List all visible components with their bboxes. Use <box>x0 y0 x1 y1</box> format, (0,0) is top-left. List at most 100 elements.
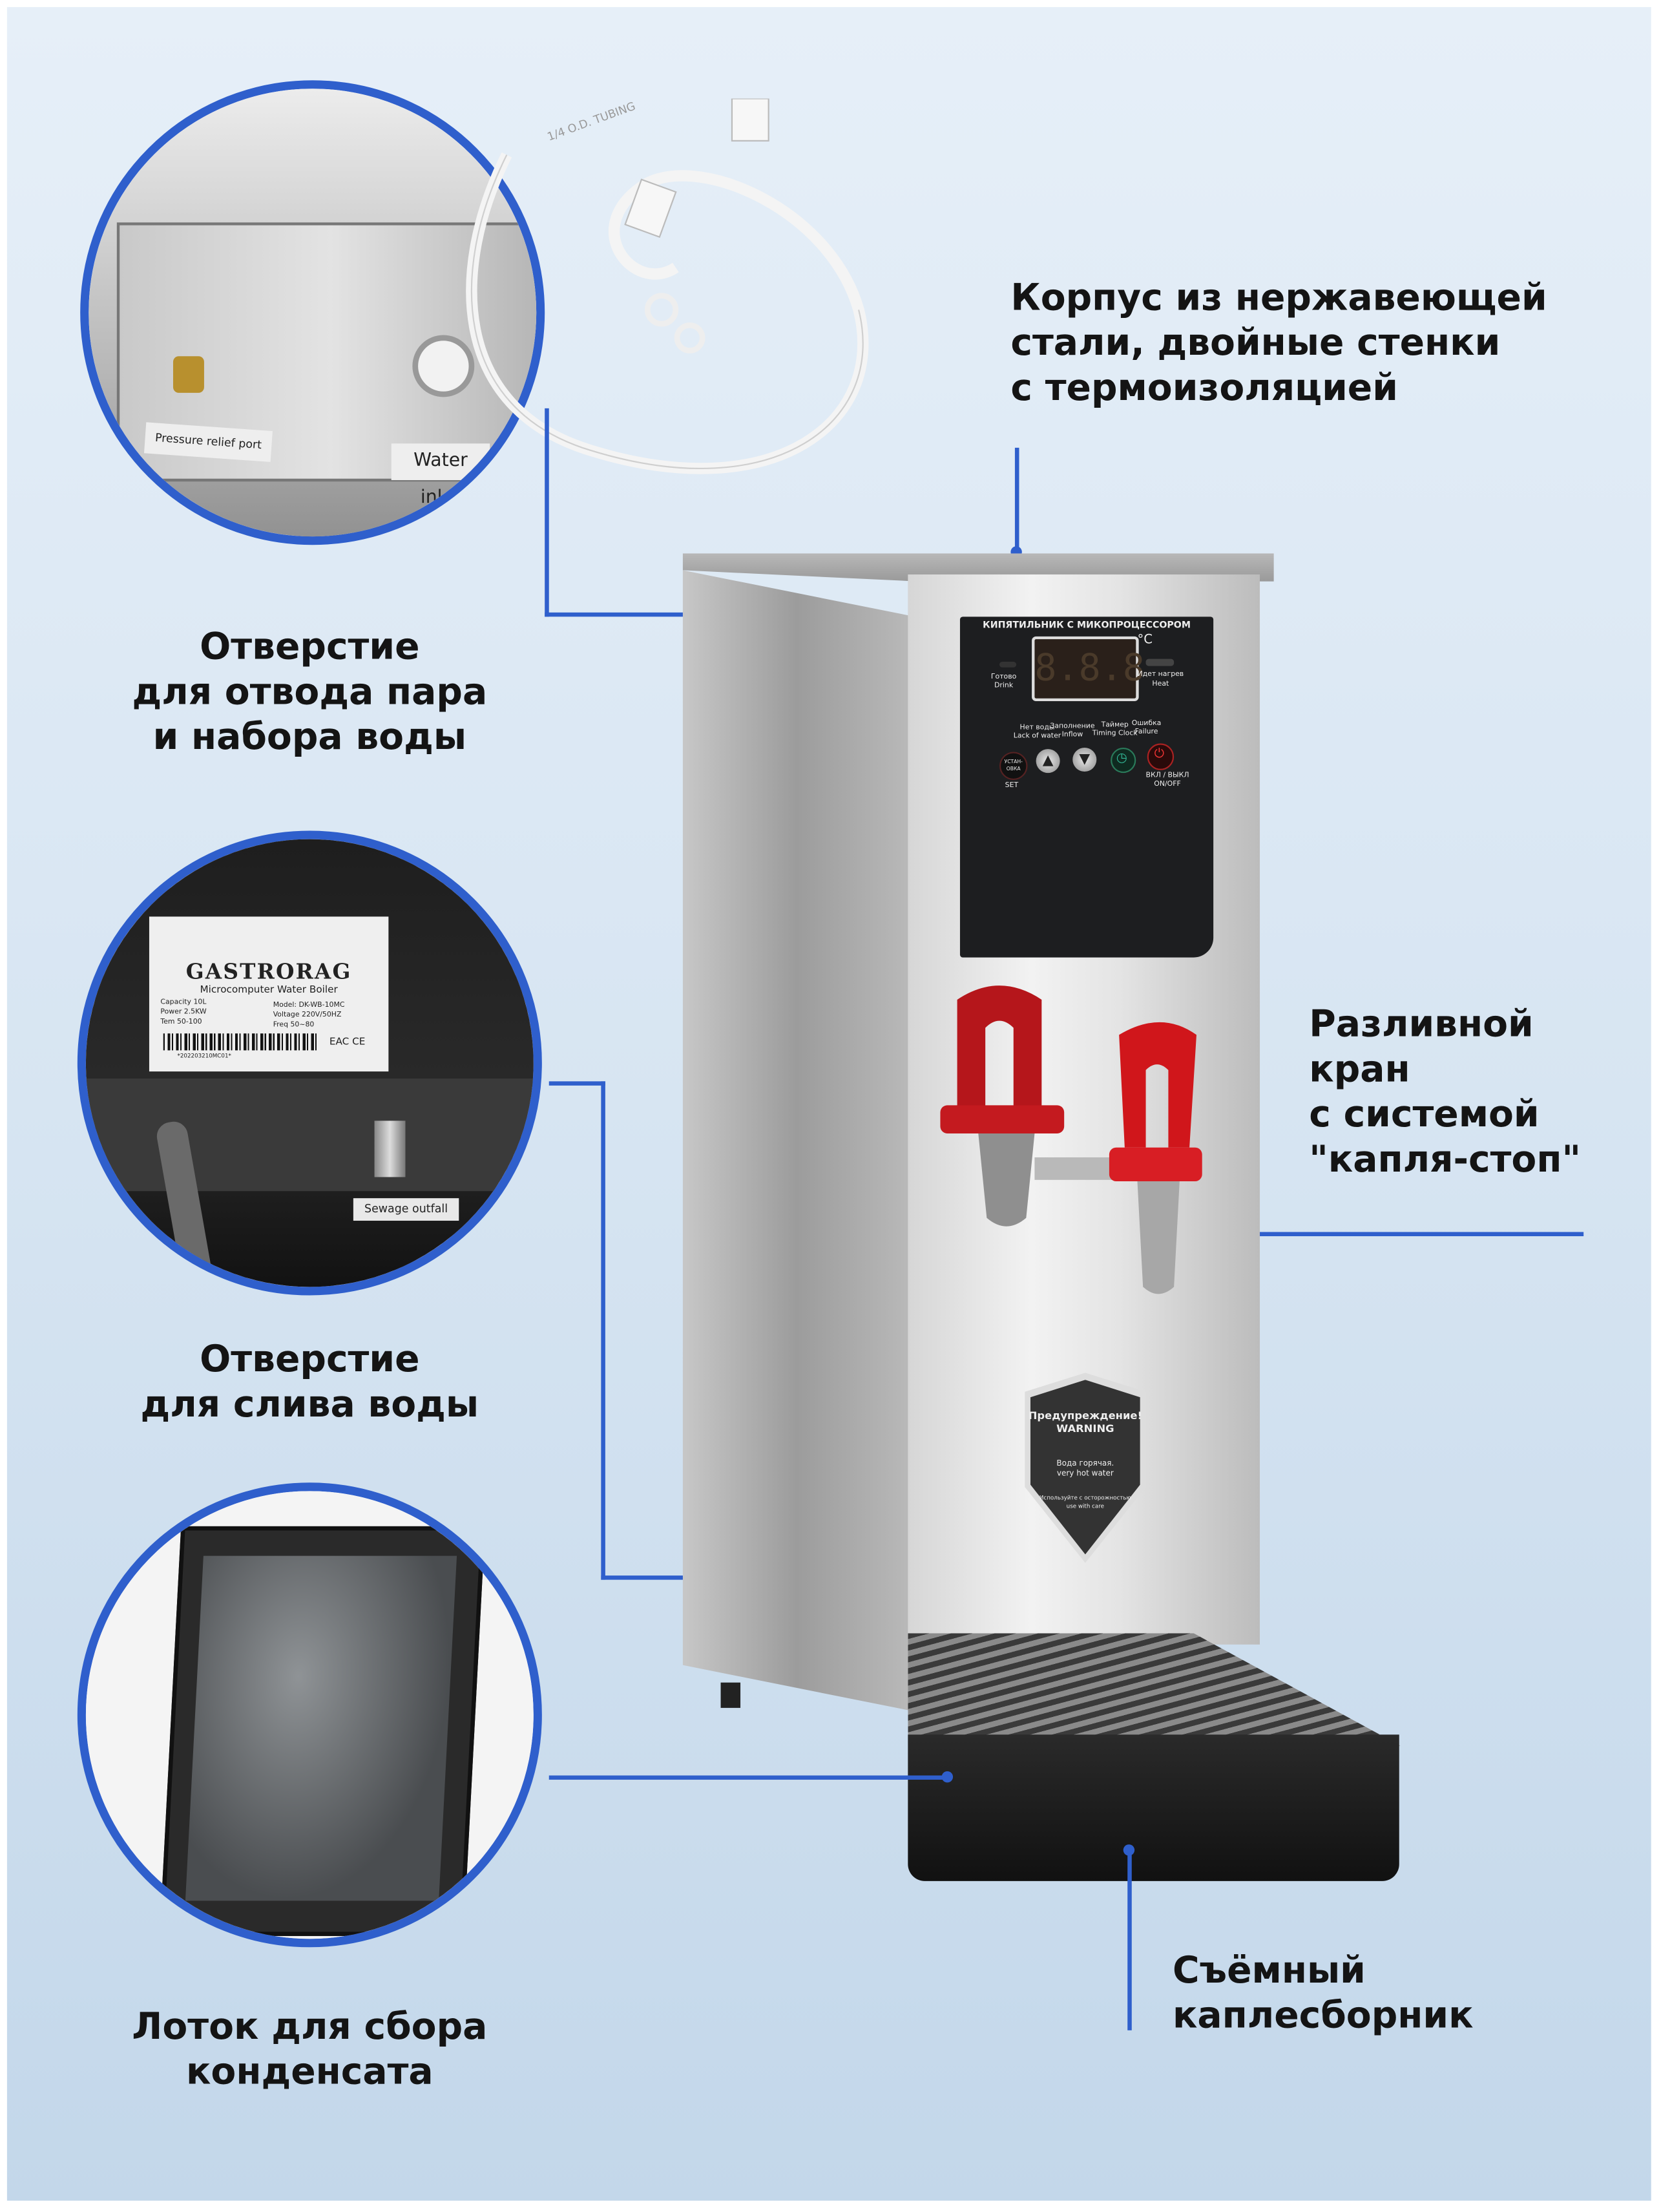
spec-temp: Tem 50-100 <box>160 1018 202 1027</box>
unit-label: °C <box>1137 633 1153 648</box>
indicator-ru: Нет воды <box>1019 723 1055 732</box>
callout-line: "капля-стоп" <box>1309 1139 1582 1182</box>
indicator-ru: Ошибка <box>1131 719 1162 728</box>
indicator-ru: Заполнение <box>1050 722 1095 731</box>
indicator-en: Timing Clock <box>1092 729 1138 738</box>
arrow-up-icon: ▲ <box>1042 753 1054 769</box>
tap-left-icon <box>940 985 1147 1227</box>
warning-shield: Предупреждение!WARNING Вода горячая.very… <box>1025 1373 1146 1563</box>
dispensing-taps <box>940 985 1202 1294</box>
warning-care-en: use with care <box>1066 1502 1105 1510</box>
leader-line <box>1127 1853 1132 2030</box>
callout-line: для отвода пара <box>132 671 488 714</box>
drain-pipe-icon <box>374 1121 406 1177</box>
set-button[interactable]: УСТАН-ОВКА <box>999 752 1028 781</box>
power-icon: ⏻ <box>1154 747 1165 762</box>
callout-line: и набора воды <box>152 717 467 759</box>
power-ru: ВКЛ / ВЫКЛ <box>1145 771 1189 781</box>
callout-line: Съёмный <box>1172 1950 1366 1993</box>
callout-line: Отверстие <box>200 1339 420 1382</box>
heat-en: Heat <box>1152 680 1169 689</box>
tray-icon <box>160 1526 485 1936</box>
condensate-tray-detail-circle <box>77 1482 542 1948</box>
condensate-tray-callout: Лоток для сбора конденсата <box>85 2005 535 2095</box>
spec-capacity: Capacity 10L <box>160 998 207 1007</box>
tap-right-icon <box>1109 1022 1202 1294</box>
plate-subtitle: Microcomputer Water Boiler <box>200 984 338 996</box>
callout-line: с термоизоляцией <box>1010 367 1398 410</box>
heat-led <box>1145 658 1175 666</box>
down-button[interactable]: ▼ <box>1072 747 1097 772</box>
indicator-en: Inflow <box>1061 730 1083 739</box>
brand-logo: GASTRORAG <box>185 958 352 984</box>
callout-line: кран <box>1309 1049 1410 1091</box>
warning-hot-en: very hot water <box>1056 1469 1114 1479</box>
leader-dot <box>1123 1844 1135 1856</box>
callout-line: каплесборник <box>1172 1995 1474 2038</box>
callout-line: стали, двойные стенки <box>1010 322 1501 365</box>
drain-port-detail-circle: GASTRORAG Microcomputer Water Boiler Cap… <box>77 830 542 1296</box>
water-inlet-fitting-icon <box>412 335 475 397</box>
warning-hot-ru: Вода горячая. <box>1056 1460 1114 1469</box>
drain-port-callout: Отверстие для слива воды <box>85 1338 535 1427</box>
arrow-down-icon: ▼ <box>1079 752 1091 768</box>
warning-title: Предупреждение!WARNING <box>1025 1409 1145 1435</box>
barcode <box>163 1033 319 1051</box>
drip-tray-base <box>908 1734 1399 1881</box>
rating-plate: GASTRORAG Microcomputer Water Boiler Cap… <box>149 916 389 1072</box>
control-panel: КИПЯТИЛЬНИК С МИКОПРОЦЕССОРОМ 8.8.8 °C Г… <box>959 616 1214 958</box>
callout-line: Корпус из нержавеющей <box>1010 277 1547 320</box>
serial-number: *202203210MC01* <box>177 1051 231 1059</box>
boiler-side <box>682 570 911 1711</box>
leader-line <box>548 1775 950 1780</box>
sewage-outfall-label: Sewage outfall <box>353 1198 459 1221</box>
callout-line: Отверстие <box>200 626 420 669</box>
panel-title: КИПЯТИЛЬНИК С МИКОПРОЦЕССОРОМ <box>983 619 1191 631</box>
hose-print: 1/4 O.D. TUBING <box>546 100 638 144</box>
heat-ru: Идет нагрев <box>1137 670 1184 679</box>
water-inlet-label: Water inlet <box>391 443 490 509</box>
ready-led <box>999 662 1017 668</box>
leader-line <box>601 1081 605 1580</box>
certification-marks: EAC CE <box>329 1036 366 1048</box>
callout-line: с системой <box>1309 1093 1540 1137</box>
callout-line: Лоток для сбора <box>132 2006 488 2049</box>
spec-power: Power 2.5KW <box>160 1008 207 1017</box>
warning-care-ru: Используйте с осторожностью <box>1039 1493 1131 1501</box>
spec-voltage: Voltage 220V/50HZ <box>273 1011 342 1020</box>
power-button[interactable]: ⏻ <box>1147 743 1175 770</box>
tap-callout: Разливной кран с системой "капля-стоп" <box>1309 1002 1581 1183</box>
timer-button[interactable]: ◷ <box>1111 747 1136 774</box>
temperature-display: 8.8.8 <box>1032 636 1145 702</box>
steam-port-callout: Отверстие для отвода пара и набора воды <box>85 625 535 760</box>
drip-tray-callout: Съёмный каплесборник <box>1173 1948 1474 2038</box>
spec-freq: Freq 50~80 <box>273 1020 315 1029</box>
up-button[interactable]: ▲ <box>1036 749 1060 774</box>
clock-icon: ◷ <box>1116 752 1127 766</box>
spec-model: Model: DK-WB-10MC <box>273 1001 345 1010</box>
warning-title-ru: Предупреждение! <box>1028 1409 1142 1422</box>
callout-line: Разливной <box>1309 1004 1534 1046</box>
leader-dot <box>941 1771 954 1783</box>
leader-line <box>1168 1232 1584 1236</box>
leader-line <box>545 612 686 617</box>
callout-line: конденсата <box>185 2051 434 2094</box>
warning-title-en: WARNING <box>1056 1422 1114 1435</box>
water-hose-icon: 1/4 O.D. TUBING <box>466 98 869 474</box>
boiler-foot <box>720 1682 741 1708</box>
ready-en: Drink <box>994 681 1014 690</box>
indicator-ru: Таймер <box>1101 721 1129 730</box>
leader-line <box>601 1575 686 1580</box>
warning-hot: Вода горячая.very hot water <box>1025 1460 1145 1480</box>
leader-line <box>545 408 549 617</box>
indicator-en: Lack of water <box>1013 732 1061 741</box>
indicator-en: Failure <box>1134 728 1158 737</box>
